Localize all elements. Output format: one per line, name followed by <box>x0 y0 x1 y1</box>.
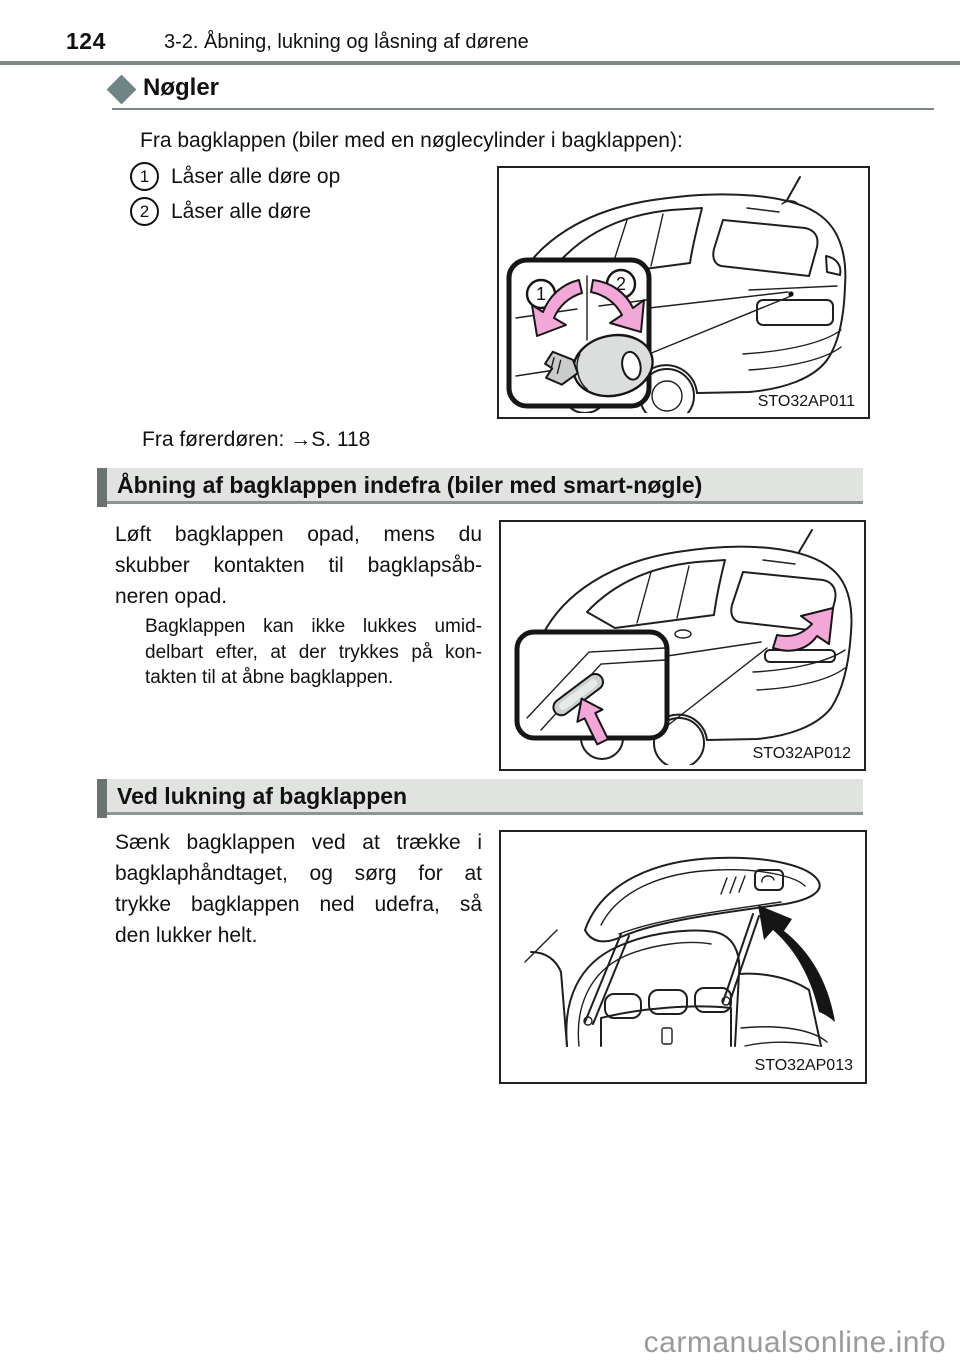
list-item: 2 Låser alle døre <box>130 196 311 227</box>
list-item-label: Låser alle døre <box>171 200 312 223</box>
section-title: Ved lukning af bagklappen <box>107 779 863 815</box>
figure-open-tailgate: STO32AP013 <box>499 830 867 1084</box>
section-accent-bar <box>97 468 107 507</box>
section-accent-bar <box>97 779 107 818</box>
note-line: Bagklappen kan ikke lukkes umid- <box>145 616 482 637</box>
figure-key-cylinder: 1 2 STO32AP011 <box>497 166 870 424</box>
turn-left-arrow <box>531 279 583 337</box>
page-number: 124 <box>66 28 106 54</box>
car-tailgate-switch-illustration: STO32AP012 <box>514 529 853 769</box>
car-rear-key-illustration: 1 2 STO32AP011 <box>506 176 855 424</box>
push-up-arrow <box>576 697 610 746</box>
body-line: Løft bagklappen opad, mens du <box>115 523 482 546</box>
note-line: takten til at åbne bagklappen. <box>145 667 394 688</box>
figure-code: STO32AP012 <box>753 745 852 762</box>
diamond-bullet-icon <box>106 74 137 105</box>
section-header-close-tailgate: Ved lukning af bagklappen <box>97 779 863 818</box>
open-section-body: Løft bagklappen opad, mens du skubber ko… <box>115 519 482 612</box>
list-item-label: Låser alle døre op <box>171 165 341 188</box>
header-rule <box>0 61 960 65</box>
chapter-title: 3-2. Åbning, lukning og låsning af døren… <box>164 31 529 53</box>
open-section-note: Bagklappen kan ikke lukkes umid- delbart… <box>145 614 482 691</box>
section-title: Åbning af bagklappen indefra (biler med … <box>107 468 863 504</box>
keys-intro-text: Fra bagklappen (biler med en nøglecylind… <box>140 129 683 152</box>
body-line: neren opad. <box>115 585 228 608</box>
driver-door-note: Fra førerdøren: →S. 118 <box>142 428 371 451</box>
figure-code: STO32AP013 <box>755 1057 854 1074</box>
body-line: trykke bagklappen ned udefra, så <box>115 893 482 916</box>
figure-inset-number-1: 1 <box>536 284 546 304</box>
key-illustration <box>544 333 654 398</box>
turn-right-arrow <box>590 279 645 333</box>
circled-number-2: 2 <box>130 197 159 226</box>
figure-tailgate-switch: STO32AP012 <box>499 520 866 771</box>
body-line: den lukker helt. <box>115 924 258 947</box>
body-line: bagklaphåndtaget, og sørg for at <box>115 862 482 885</box>
open-up-arrow <box>772 607 834 652</box>
note-line: delbart efter, at der trykkes på kon- <box>145 641 482 663</box>
body-line: skubber kontakten til bagklapsåb- <box>115 554 482 577</box>
open-tailgate-illustration: STO32AP013 <box>524 856 856 1077</box>
keys-heading-underline <box>112 108 934 110</box>
keys-heading: Nøgler <box>143 74 220 101</box>
section-header-open-tailgate: Åbning af bagklappen indefra (biler med … <box>97 468 863 507</box>
close-direction-arrow <box>758 905 835 1022</box>
close-section-body: Sænk bagklappen ved at trække i bagklaph… <box>115 827 482 951</box>
circled-number-1: 1 <box>130 162 159 191</box>
body-line: Sænk bagklappen ved at trække i <box>115 831 482 854</box>
figure-code: STO32AP011 <box>758 393 855 410</box>
figure-inset-number-2: 2 <box>616 274 626 294</box>
list-item: 1 Låser alle døre op <box>130 161 340 192</box>
watermark: carmanualsonline.info <box>643 1326 946 1359</box>
